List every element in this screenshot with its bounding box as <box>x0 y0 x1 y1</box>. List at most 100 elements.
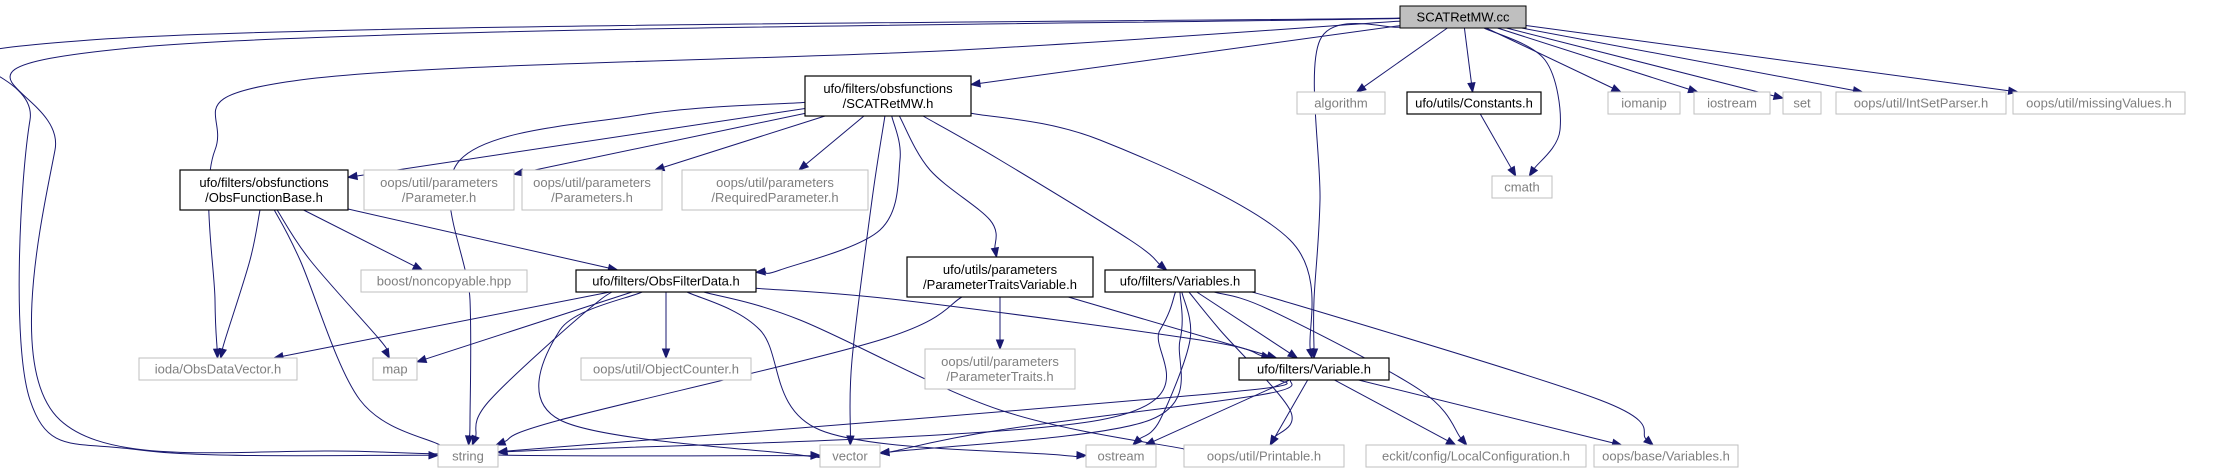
arrowhead-icon <box>218 347 227 360</box>
arrowhead-icon <box>1610 84 1623 93</box>
edge-root-to-iostream <box>1497 27 1699 94</box>
node-algorithm: algorithm <box>1296 91 1386 115</box>
node-label: oops/base/Variables.h <box>1602 449 1730 464</box>
arrowhead-icon <box>428 451 440 460</box>
edge-obsfilterdata-to-vector <box>538 291 822 460</box>
arrowhead-icon <box>1131 435 1143 446</box>
node-box <box>1085 444 1157 468</box>
node-label: oops/util/missingValues.h <box>2026 96 2172 111</box>
edge-line <box>0 17 1401 457</box>
edge-root-to-variable_h <box>1309 22 1401 360</box>
arrowhead-icon <box>464 435 474 447</box>
edge-line <box>9 17 1401 457</box>
node-label: ufo/filters/obsfunctions <box>823 81 953 96</box>
node-ostream: ostream <box>1085 444 1157 468</box>
node-label: /ParameterTraits.h <box>946 369 1053 384</box>
node-label: set <box>1793 96 1811 111</box>
edge-line <box>303 209 415 267</box>
node-box <box>1399 5 1527 29</box>
edge-line <box>208 20 1401 350</box>
node-variable-h[interactable]: ufo/filters/Variable.h <box>1238 357 1390 381</box>
node-set: set <box>1782 91 1822 115</box>
node-box <box>906 256 1094 298</box>
node-variables-h[interactable]: ufo/filters/Variables.h <box>1104 269 1256 293</box>
edge-variable_h-to-localconfig <box>1334 379 1457 446</box>
node-box <box>1782 91 1822 115</box>
node-label: oops/util/ObjectCounter.h <box>593 362 739 377</box>
edge-line <box>1485 27 1613 89</box>
edge-line <box>1506 27 1775 97</box>
edge-line <box>764 115 901 274</box>
edge-line <box>663 115 826 168</box>
node-label: /Parameters.h <box>551 190 633 205</box>
edge-line <box>1153 379 1290 442</box>
edge-line <box>1139 291 1192 440</box>
node-label: map <box>382 362 407 377</box>
node-string: string <box>437 444 499 468</box>
node-box <box>1296 91 1386 115</box>
node-missingvalues: oops/util/missingValues.h <box>2012 91 2186 115</box>
node-label: vector <box>832 449 868 464</box>
node-label: oops/util/parameters <box>716 175 834 190</box>
edge-obsfilterdata-to-map <box>415 291 633 363</box>
node-label: iomanip <box>1621 96 1667 111</box>
edge-scatretmw_h-to-obsfilterdata <box>754 115 901 276</box>
edge-paramtraitsvariable-to-paramtraits <box>995 297 1005 351</box>
edge-line <box>356 108 806 177</box>
node-box <box>1593 444 1739 468</box>
arrowhead-icon <box>1306 347 1315 360</box>
edge-root-to-vector <box>9 17 1401 460</box>
node-root[interactable]: SCATRetMW.cc <box>1399 5 1527 29</box>
arrowhead-icon <box>810 450 822 460</box>
edge-line <box>487 379 1288 454</box>
node-scatretmw-h[interactable]: ufo/filters/obsfunctions/SCATRetMW.h <box>804 75 972 117</box>
arrowhead-icon <box>1269 434 1279 447</box>
edge-scatretmw_h-to-variable_h <box>970 112 1315 360</box>
edge-line <box>1497 27 1690 90</box>
edge-line <box>849 115 886 437</box>
arrowhead-icon <box>1355 83 1367 93</box>
node-paramtraitsvariable[interactable]: ufo/utils/parameters/ParameterTraitsVari… <box>906 256 1094 298</box>
edge-scatretmw_h-to-parameters_h <box>653 115 826 172</box>
arrowhead-icon <box>1445 436 1457 446</box>
node-printable: oops/util/Printable.h <box>1183 444 1345 468</box>
node-paramtraits: oops/util/parameters/ParameterTraits.h <box>924 348 1076 390</box>
node-box <box>437 444 499 468</box>
node-label: /ObsFunctionBase.h <box>205 190 323 205</box>
node-label: string <box>452 449 484 464</box>
node-parameters-h: oops/util/parameters/Parameters.h <box>521 169 663 211</box>
node-oopsvariables: oops/base/Variables.h <box>1593 444 1739 468</box>
node-obsfunctionbase[interactable]: ufo/filters/obsfunctions/ObsFunctionBase… <box>179 169 349 211</box>
node-label: ufo/filters/Variables.h <box>1120 274 1240 289</box>
node-box <box>924 348 1076 390</box>
node-box <box>363 169 515 211</box>
edge-scatretmw_h-to-paramtraitsvariable <box>898 115 1000 259</box>
node-layer: SCATRetMW.cc ufo/filters/obsfunctions/SCA… <box>138 5 2186 468</box>
node-requiredparameter: oops/util/parameters/RequiredParameter.h <box>681 169 869 211</box>
edge-layer <box>0 17 2020 460</box>
node-vector: vector <box>819 444 881 468</box>
edge-root-to-iomanip <box>1485 27 1623 93</box>
node-obsfilterdata[interactable]: ufo/filters/ObsFilterData.h <box>575 269 757 293</box>
edge-line <box>1274 379 1309 438</box>
arrowhead-icon <box>381 347 390 360</box>
edge-constants-to-cmath <box>1479 113 1517 178</box>
arrowhead-icon <box>1467 82 1476 94</box>
edge-root-to-cmath <box>1483 27 1561 178</box>
edge-root-to-algorithm <box>1355 27 1448 93</box>
edge-variable_h-to-string <box>487 379 1288 456</box>
arrowhead-icon <box>496 447 508 456</box>
edge-scatretmw_h-to-vector <box>846 115 886 447</box>
edge-line <box>755 287 1263 357</box>
node-intsetparser: oops/util/IntSetParser.h <box>1835 91 2007 115</box>
edge-paramtraitsvariable-to-variable_h <box>1068 296 1278 360</box>
node-cmath: cmath <box>1491 175 1553 199</box>
node-label: /Parameter.h <box>402 190 476 205</box>
node-constants[interactable]: ufo/utils/Constants.h <box>1406 91 1542 115</box>
edge-scatretmw_h-to-variables_h <box>922 115 1168 271</box>
edge-root-to-scatretmw_h <box>969 25 1401 88</box>
edge-variable_h-to-vector <box>878 379 1293 457</box>
edge-line <box>1521 27 1854 91</box>
node-label: SCATRetMW.cc <box>1417 10 1510 25</box>
node-noncopyable: boost/noncopyable.hpp <box>360 269 528 293</box>
